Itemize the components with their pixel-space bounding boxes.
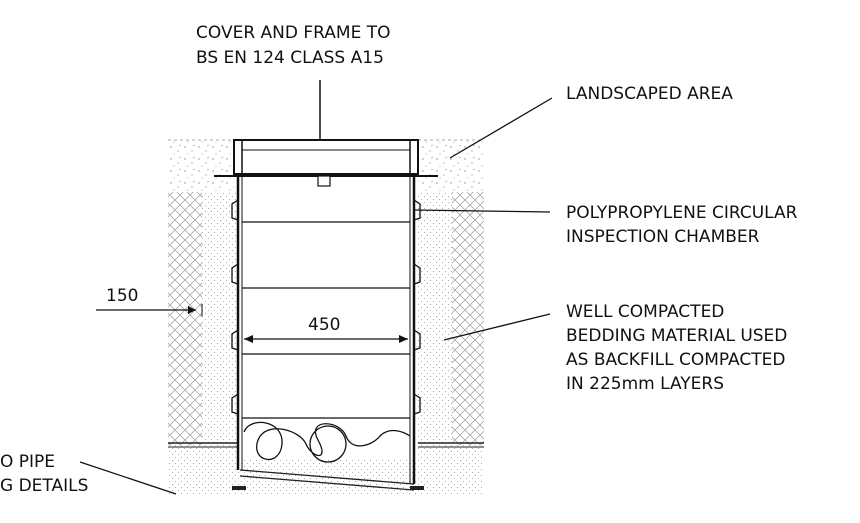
inspection-chamber bbox=[231, 176, 421, 484]
dimension-side-clearance: 150 bbox=[96, 286, 203, 316]
cover-label-line1: COVER AND FRAME TO bbox=[196, 23, 391, 43]
cover-label-line2: BS EN 124 CLASS A15 bbox=[196, 48, 384, 68]
annotation-cover: COVER AND FRAME TO BS EN 124 CLASS A15 bbox=[196, 23, 391, 68]
chamber-label-line1: POLYPROPYLENE CIRCULAR bbox=[566, 203, 798, 223]
native-ground-hatch bbox=[168, 192, 484, 445]
leader-lines bbox=[79, 80, 553, 495]
bedding-label-line1: WELL COMPACTED bbox=[566, 302, 724, 322]
annotation-bedding: WELL COMPACTED BEDDING MATERIAL USED AS … bbox=[566, 302, 787, 394]
pipe-bed bbox=[168, 442, 484, 495]
bedding-backfill bbox=[202, 192, 452, 445]
cover-and-frame bbox=[214, 139, 438, 187]
dim-450-label: 450 bbox=[308, 315, 340, 335]
bedding-label-line3: AS BACKFILL COMPACTED bbox=[566, 350, 785, 370]
chamber-label-line2: INSPECTION CHAMBER bbox=[566, 227, 760, 247]
bedding-label-line2: BEDDING MATERIAL USED bbox=[566, 326, 787, 346]
annotation-chamber: POLYPROPYLENE CIRCULAR INSPECTION CHAMBE… bbox=[566, 203, 798, 247]
landscaped-area-label: LANDSCAPED AREA bbox=[566, 84, 733, 104]
dim-150-label: 150 bbox=[106, 286, 138, 306]
annotation-pipe: O PIPE G DETAILS bbox=[0, 452, 88, 496]
pipe-label-line1: O PIPE bbox=[0, 452, 55, 472]
pipe-label-line2: G DETAILS bbox=[0, 476, 88, 496]
topsoil-layer bbox=[168, 139, 484, 192]
bedding-label-line4: IN 225mm LAYERS bbox=[566, 374, 724, 394]
dimension-chamber-width: 450 bbox=[244, 315, 408, 343]
